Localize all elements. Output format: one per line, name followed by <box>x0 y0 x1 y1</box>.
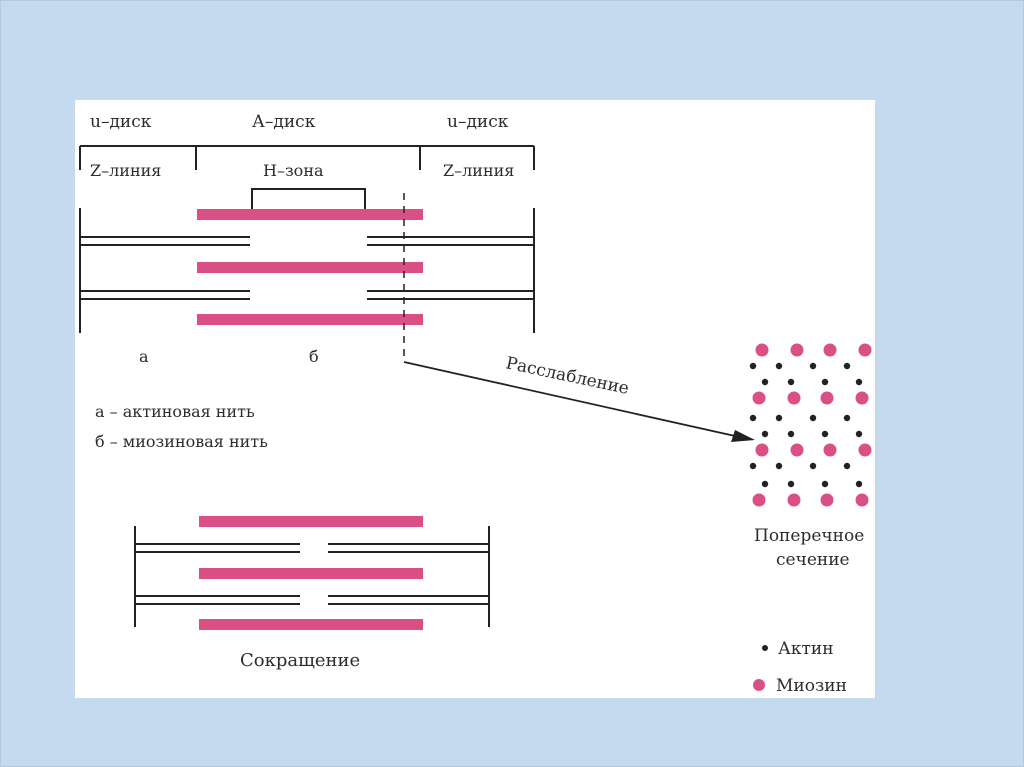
actin-dot <box>821 378 829 386</box>
myosin-dot <box>858 343 872 357</box>
myosin-dot <box>752 391 766 405</box>
actin-dot <box>749 414 757 422</box>
actin-dot <box>855 378 863 386</box>
myosin-legend-label: Миозин <box>776 676 847 696</box>
actin-dot <box>809 362 817 370</box>
myosin-filament <box>197 262 423 273</box>
actin-dot <box>775 462 783 470</box>
label-b: б <box>309 347 319 366</box>
myosin-filament <box>197 209 423 220</box>
myosin-dot <box>752 493 766 507</box>
myosin-filament <box>199 516 423 527</box>
myosin-dot <box>755 443 769 457</box>
z-line-right-label: Z–линия <box>443 161 514 180</box>
h-zone-bracket <box>251 188 366 212</box>
actin-dot <box>787 480 795 488</box>
actin-dot <box>809 462 817 470</box>
diagram-panel: u–диск А–диск u–диск Z–линия H–зона Z–ли… <box>75 100 875 698</box>
relaxed-sarcomere <box>79 193 535 362</box>
myosin-filament <box>199 619 423 630</box>
actin-dot <box>761 430 769 438</box>
actin-dot <box>749 362 757 370</box>
legend-myosin-text: б – миозиновая нить <box>95 432 268 451</box>
i-disk-right-label: u–диск <box>447 112 509 132</box>
myosin-dot <box>823 443 837 457</box>
label-a: а <box>139 347 149 366</box>
actin-dot <box>775 414 783 422</box>
actin-filaments <box>80 236 534 300</box>
myosin-dot <box>790 343 804 357</box>
actin-dot <box>821 480 829 488</box>
actin-dot <box>775 362 783 370</box>
myosin-dot <box>790 443 804 457</box>
myosin-dot <box>820 493 834 507</box>
contracted-sarcomere <box>134 516 490 630</box>
actin-filaments <box>135 543 489 605</box>
myosin-dot <box>823 343 837 357</box>
actin-dot <box>843 462 851 470</box>
actin-dot <box>855 430 863 438</box>
cross-section-line1: Поперечное <box>754 526 864 546</box>
actin-dot <box>749 462 757 470</box>
relaxation-label: Расслабление <box>504 353 631 399</box>
myosin-dot <box>755 343 769 357</box>
i-disk-left-label: u–диск <box>90 112 152 132</box>
actin-dot <box>761 378 769 386</box>
myosin-dot <box>820 391 834 405</box>
relaxation-arrow <box>403 361 736 437</box>
myosin-filament <box>199 568 423 579</box>
contraction-label: Сокращение <box>240 650 360 671</box>
actin-legend-label: Актин <box>778 639 834 659</box>
actin-dot <box>809 414 817 422</box>
legend-actin-text: а – актиновая нить <box>95 402 255 421</box>
a-disk-label: А–диск <box>252 112 316 132</box>
actin-dot <box>855 480 863 488</box>
cross-section-grid <box>749 343 872 507</box>
actin-dot <box>761 480 769 488</box>
arrowhead <box>731 430 755 442</box>
actin-dot <box>843 414 851 422</box>
disk-bracket <box>79 145 535 170</box>
z-line-left-label: Z–линия <box>90 161 161 180</box>
myosin-dot <box>855 391 869 405</box>
actin-legend-dot <box>762 645 768 651</box>
myosin-dot <box>787 391 801 405</box>
myosin-dot <box>858 443 872 457</box>
actin-dot <box>787 430 795 438</box>
myosin-dot <box>855 493 869 507</box>
actin-dot <box>843 362 851 370</box>
myosin-filament <box>197 314 423 325</box>
myosin-dot <box>787 493 801 507</box>
cross-section-line2: сечение <box>776 550 850 570</box>
h-zone-label: H–зона <box>263 161 324 180</box>
actin-dot <box>787 378 795 386</box>
sarcomere-diagram: u–диск А–диск u–диск Z–линия H–зона Z–ли… <box>79 112 872 696</box>
actin-dot <box>821 430 829 438</box>
myosin-legend-dot <box>753 679 765 691</box>
